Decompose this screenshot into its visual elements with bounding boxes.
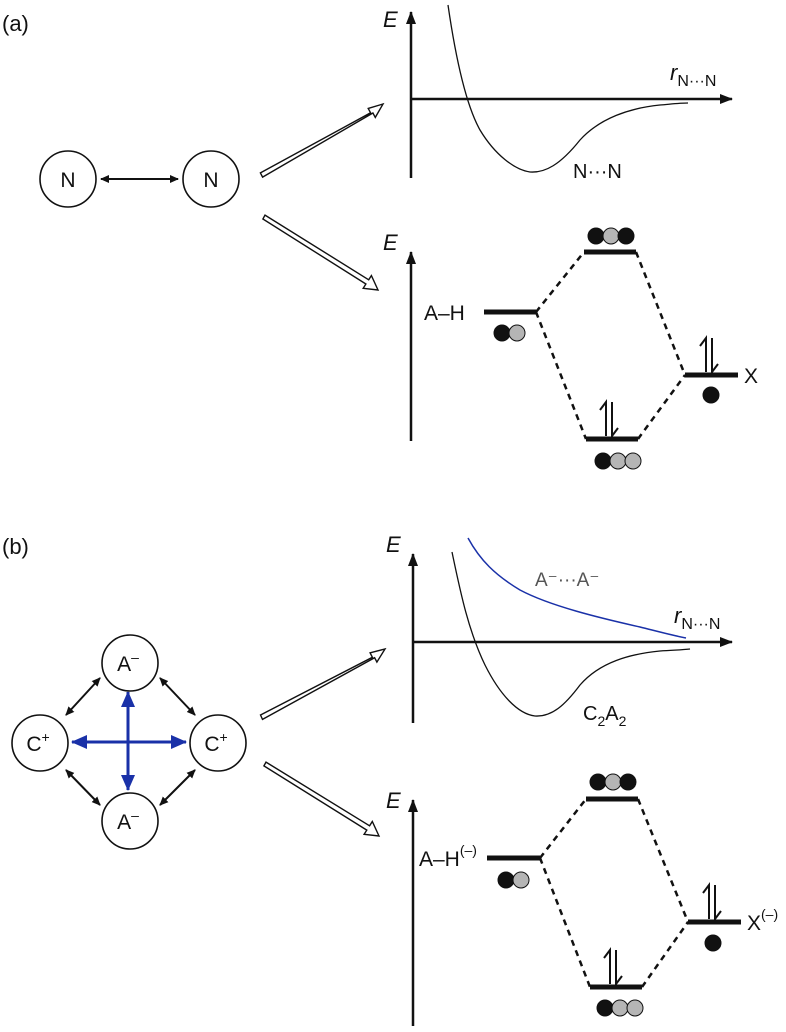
orbital-energy-label-a: E — [383, 230, 398, 255]
potential-plot-a: E rN···N N···N — [383, 4, 733, 183]
ah-orbital-icon-a — [493, 324, 526, 342]
energy-axis-label-a: E — [383, 7, 398, 32]
dash-ah-anti-a — [535, 251, 585, 313]
hollow-arrow-up-a — [259, 102, 385, 179]
dash-anti-x-b — [636, 798, 690, 923]
dash-bond-x-b — [640, 921, 690, 988]
spin-pair-icon-x-a — [699, 335, 719, 375]
diag-arrow-tl — [65, 677, 101, 716]
ah-orbital-icon-b — [497, 871, 530, 889]
distance-axis-label-b: rN···N — [674, 603, 720, 633]
bonding-orbital-icon-b — [596, 999, 644, 1017]
n-atom-left: N — [39, 150, 97, 208]
x-label-b: X(–) — [747, 906, 778, 935]
n-n-curve-label: N···N — [573, 161, 622, 183]
diag-arrow-tr — [159, 677, 196, 716]
dash-ah-bond-b — [538, 857, 592, 988]
panel-b-label: (b) — [2, 534, 29, 559]
anion-repulsion-label: A⁻···A⁻ — [535, 570, 599, 591]
c2a2-potential-curve — [451, 551, 691, 717]
orbital-energy-label-b: E — [386, 788, 401, 813]
ah-label-a: A–H — [424, 302, 465, 325]
panel-b: (b) A– A– C+ C+ — [2, 532, 778, 1026]
panel-a: (a) N N E rN···N N···N E — [2, 4, 758, 470]
hollow-arrow-down-b — [262, 761, 381, 837]
hollow-arrow-down-a — [261, 214, 380, 291]
potential-plot-b: E rN···N A⁻···A⁻ C2A2 — [386, 532, 733, 729]
x-label-a: X — [744, 365, 758, 388]
distance-axis-label-a: rN···N — [670, 60, 716, 90]
cation-left-label: C+ — [26, 729, 49, 756]
x-orbital-icon-b — [704, 934, 722, 952]
n-atom-right: N — [182, 150, 240, 208]
spin-pair-icon-bonding-a — [599, 399, 619, 439]
panel-a-label: (a) — [2, 11, 29, 36]
anion-bottom: A– — [101, 792, 159, 850]
anion-repulsion-curve — [467, 537, 687, 639]
dash-anti-x-a — [634, 251, 687, 376]
spin-pair-icon-x-b — [702, 882, 722, 922]
spin-pair-icon-bonding-b — [603, 947, 623, 987]
x-orbital-icon-a — [702, 386, 720, 404]
bonding-orbital-icon-a — [594, 452, 642, 470]
diag-arrow-br — [159, 769, 196, 806]
antibonding-orbital-icon-b — [589, 773, 637, 791]
anion-top: A– — [101, 634, 159, 692]
cation-left: C+ — [11, 714, 69, 772]
n-n-potential-curve — [447, 4, 689, 173]
n-atom-right-label: N — [203, 169, 218, 192]
cation-right: C+ — [189, 714, 247, 772]
diag-arrow-bl — [65, 769, 101, 806]
antibonding-orbital-icon-a — [587, 227, 635, 245]
ah-label-b: A–H(–) — [419, 842, 477, 871]
cation-right-label: C+ — [204, 729, 227, 756]
energy-axis-label-b: E — [386, 532, 401, 557]
anion-bottom-label: A– — [117, 807, 139, 834]
c2a2-curve-label: C2A2 — [583, 703, 627, 729]
dash-ah-bond-a — [534, 311, 588, 440]
anion-top-label: A– — [117, 649, 139, 676]
orbital-diagram-a: E A–H X — [383, 227, 758, 470]
hollow-arrow-up-b — [259, 647, 387, 721]
n-atom-left-label: N — [60, 169, 75, 192]
dash-ah-anti-b — [539, 798, 587, 859]
orbital-diagram-b: E A–H(–) X(–) — [386, 773, 778, 1026]
dash-bond-x-a — [636, 374, 687, 440]
